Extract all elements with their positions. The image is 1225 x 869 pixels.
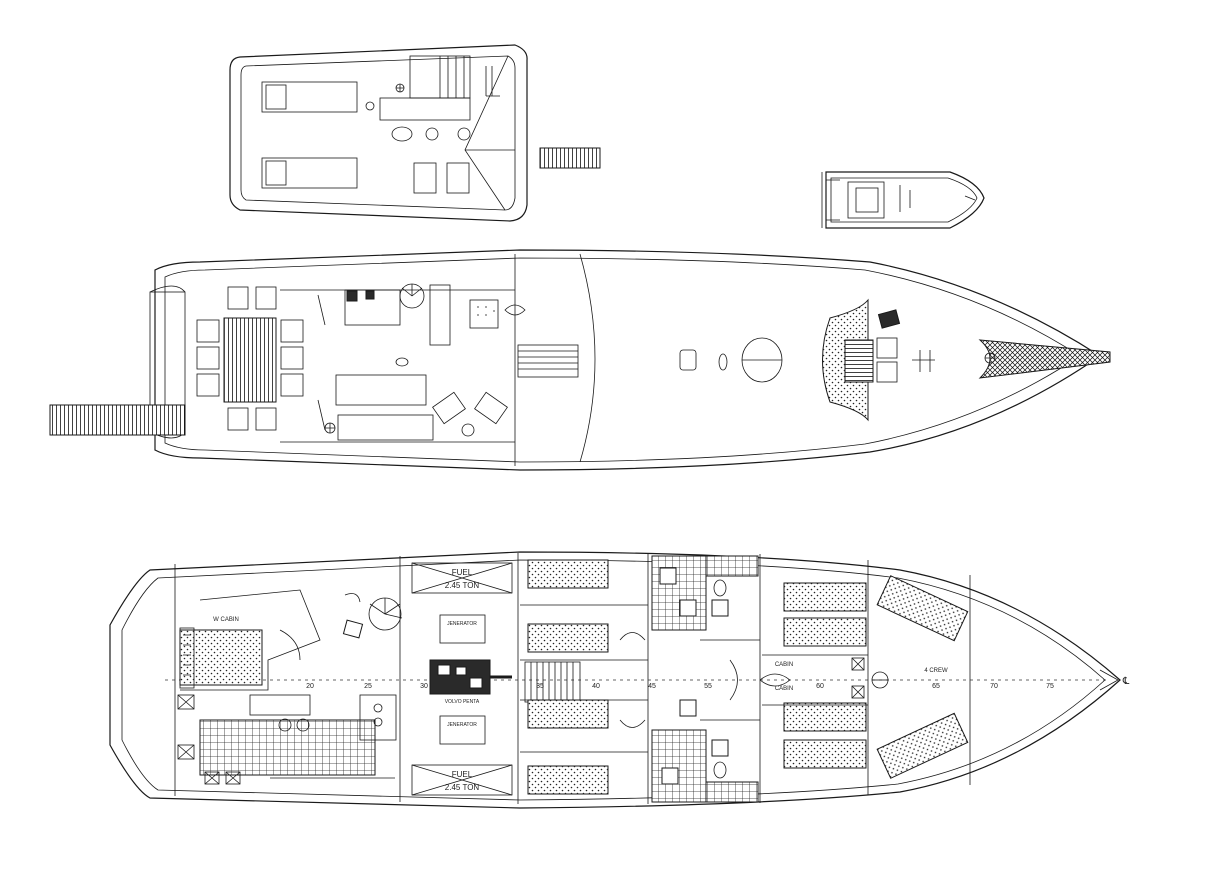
fuel-label-1: FUEL <box>452 568 473 577</box>
frame-mark-75: 75 <box>1046 683 1054 690</box>
fuel-tank-2 <box>411 764 513 796</box>
lower-deck-labels: FUEL 2.45 TON FUEL 2.45 TON JENERATOR JE… <box>213 568 1130 792</box>
main-engine <box>429 659 512 695</box>
frame-mark-35: 35 <box>536 683 544 690</box>
generator-label-1: JENERATOR <box>447 621 477 627</box>
main-deck-companionway <box>517 344 579 378</box>
galley-floor <box>199 719 376 776</box>
aft-crew-cabin-label: W CABIN <box>213 617 239 623</box>
fwd-crew-cabin-label: 4 CREW <box>924 668 948 674</box>
saloon-sofa <box>335 374 427 406</box>
sun-deck-plan <box>229 44 601 222</box>
lower-deck-plan <box>109 551 1121 809</box>
frame-mark-25: 25 <box>364 683 372 690</box>
cabin-label-1: CABIN <box>775 662 793 668</box>
sun-deck-outline <box>229 44 528 222</box>
fuel-label-2: FUEL <box>452 770 473 779</box>
frame-mark-45: 45 <box>648 683 656 690</box>
frame-mark-20: 20 <box>306 683 314 690</box>
bowsprit <box>978 339 1111 379</box>
main-deck-plan <box>49 249 1111 471</box>
tender-boat <box>821 171 985 229</box>
main-deck-hull <box>154 249 1102 471</box>
frame-mark-40: 40 <box>592 683 600 690</box>
fuel-tank-1 <box>411 562 513 594</box>
aft-crew-berth <box>179 629 263 686</box>
sunbed-1 <box>261 81 358 113</box>
generator-label-2: JENERATOR <box>447 722 477 728</box>
cabin-label-2: CABIN <box>775 686 793 692</box>
lower-deck-hull <box>109 551 1121 809</box>
frame-mark-70: 70 <box>990 683 998 690</box>
aft-deck-table <box>223 317 277 403</box>
frame-mark-55: 55 <box>704 683 712 690</box>
sun-deck-ladder <box>539 147 601 169</box>
deck-table <box>391 126 413 142</box>
fuel-capacity-1: 2.45 TON <box>445 581 480 590</box>
frame-mark-60: 60 <box>816 683 824 690</box>
passerelle <box>49 404 186 436</box>
engine-label: VOLVO PENTA <box>445 699 480 705</box>
fuel-capacity-2: 2.45 TON <box>445 783 480 792</box>
centerline-symbol: ℄ <box>1122 676 1130 687</box>
generator-2 <box>439 715 486 745</box>
frame-mark-65: 65 <box>932 683 940 690</box>
generator-1 <box>439 614 486 644</box>
frame-mark-30: 30 <box>420 683 428 690</box>
sunbed-2 <box>261 157 358 189</box>
